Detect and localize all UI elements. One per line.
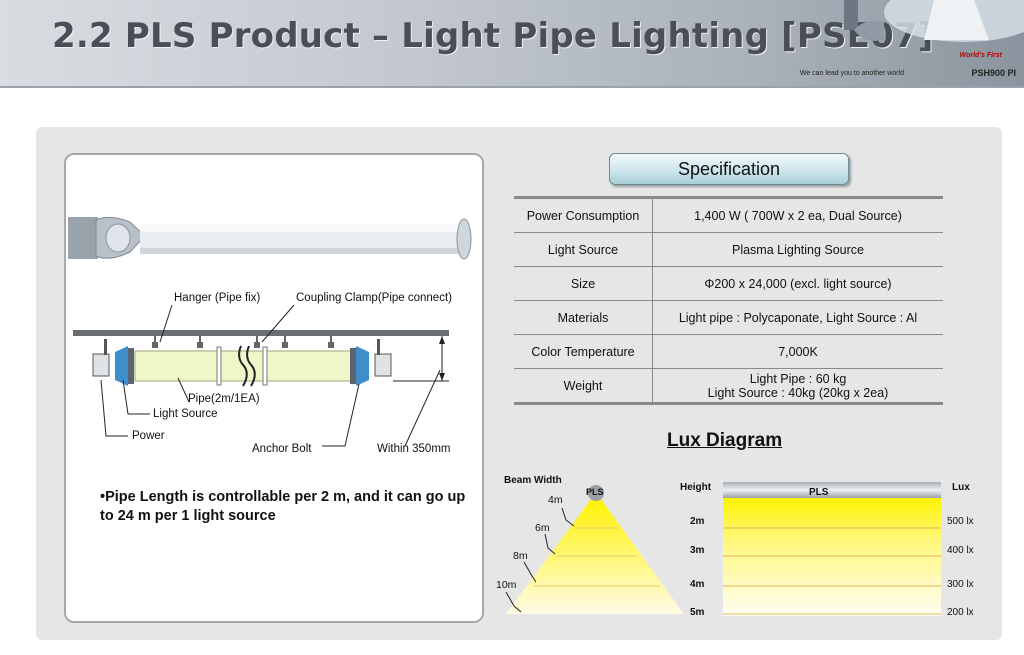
label-within-350mm: Within 350mm [377,443,451,455]
beam-width-label: Beam Width [504,475,562,486]
spec-label: Materials [514,300,653,335]
lux-500: 500 lx [947,516,974,527]
spec-value: Light Pipe : 60 kg Light Source : 40kg (… [652,368,943,405]
pls-bar-cap [723,482,941,498]
light-pipe-photo [68,216,472,260]
table-row: Power Consumption 1,400 W ( 700W x 2 ea,… [514,196,943,233]
beam-width-10m: 10m [496,579,517,591]
lux-bar [723,498,941,616]
weight-line: Light Pipe : 60 kg [749,371,847,386]
specification-table: Power Consumption 1,400 W ( 700W x 2 ea,… [514,196,943,405]
spec-value: Φ200 x 24,000 (excl. light source) [652,266,943,301]
label-hanger: Hanger (Pipe fix) [174,292,261,304]
spec-value: 1,400 W ( 700W x 2 ea, Dual Source) [652,196,943,233]
header-divider [0,86,1024,88]
table-row: Light Source Plasma Lighting Source [514,232,943,267]
lux-200: 200 lx [947,607,974,618]
spec-value: 7,000K [652,334,943,369]
spec-label: Power Consumption [514,196,653,233]
lux-label: Lux [952,482,970,493]
cone-source-label: PLS [586,487,604,497]
beam-width-4m: 4m [548,494,563,506]
height-label: Height [680,482,712,493]
table-row: Materials Light pipe : Polycaponate, Lig… [514,300,943,335]
bar-source-label: PLS [809,487,829,498]
pipe-length-note: •Pipe Length is controllable per 2 m, an… [100,489,466,524]
beam-width-8m: 8m [513,550,528,562]
label-anchor-bolt: Anchor Bolt [252,443,312,455]
lux-300: 300 lx [947,579,974,590]
pls-source-icon [588,485,604,501]
page-header: 2.2 PLS Product – Light Pipe Lighting [P… [0,0,1024,86]
beam-width-6m: 6m [535,522,550,534]
height-2m: 2m [690,516,705,527]
weight-line: Light Source : 40kg (20kg x 2ea) [707,385,889,400]
spec-value: Light pipe : Polycaponate, Light Source … [652,300,943,335]
brand-name: PSH900 PI [971,68,1016,78]
height-5m: 5m [690,607,705,618]
specification-heading: Specification [609,153,849,185]
spec-label: Size [514,266,653,301]
label-power: Power [132,430,165,442]
table-row: Color Temperature 7,000K [514,334,943,369]
spec-label: Color Temperature [514,334,653,369]
table-row: Weight Light Pipe : 60 kg Light Source :… [514,368,943,405]
label-pipe: Pipe(2m/1EA) [188,393,260,405]
header-lamp-graphic [844,0,1024,42]
lux-diagram-title: Lux Diagram [667,430,783,451]
label-coupling-clamp: Coupling Clamp(Pipe connect) [296,292,452,304]
table-row: Size Φ200 x 24,000 (excl. light source) [514,266,943,301]
spec-label: Light Source [514,232,653,267]
brand-tagline: We can lead you to another world [799,70,904,77]
spec-value: Plasma Lighting Source [652,232,943,267]
label-light-source: Light Source [153,408,218,420]
page-title: 2.2 PLS Product – Light Pipe Lighting [P… [52,16,934,56]
brand-badge: World's First [959,52,1002,59]
spec-label: Weight [514,368,653,405]
height-4m: 4m [690,579,705,590]
lux-400: 400 lx [947,545,974,556]
height-3m: 3m [690,545,705,556]
